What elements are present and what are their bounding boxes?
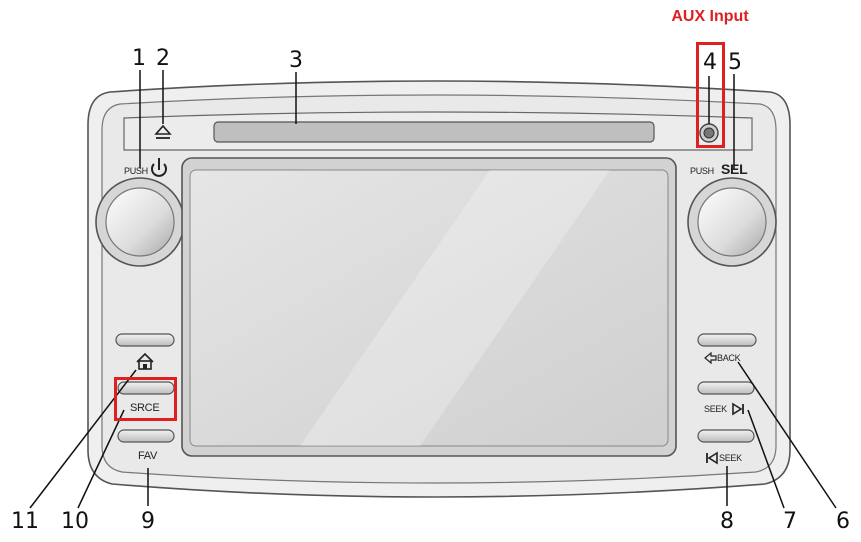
callout-10: 10 (61, 509, 89, 534)
srce-highlight-box (114, 377, 177, 421)
eject-icon (154, 124, 172, 139)
callout-11: 11 (11, 509, 39, 534)
aux-input-label: AUX Input (671, 8, 749, 25)
seek-back-icon (706, 451, 718, 465)
push-label-left: PUSH (124, 166, 148, 176)
power-volume-knob[interactable] (95, 177, 185, 267)
back-label: BACK (717, 353, 741, 363)
leader-lines (29, 70, 837, 509)
home-icon (136, 352, 154, 370)
callout-7: 7 (783, 509, 797, 534)
aux-highlight-box (696, 42, 725, 148)
callout-3: 3 (289, 48, 303, 73)
callout-1: 1 (132, 46, 146, 71)
push-label-right: PUSH (690, 166, 714, 176)
seek-forward-icon (732, 402, 744, 416)
touch-screen[interactable] (189, 169, 669, 447)
back-button[interactable] (697, 333, 757, 347)
seek-back-label: SEEK (719, 453, 742, 463)
cd-slot (213, 121, 655, 143)
callout-4: 4 (703, 50, 717, 75)
callout-6: 6 (836, 509, 850, 534)
seek-back-button[interactable] (697, 429, 755, 443)
sel-label: SEL (721, 161, 748, 177)
seek-forward-button[interactable] (697, 381, 755, 395)
srce-label: SRCE (130, 402, 160, 414)
callout-2: 2 (156, 46, 170, 71)
tune-select-knob[interactable] (687, 177, 777, 267)
callout-5: 5 (728, 50, 742, 75)
callout-8: 8 (720, 509, 734, 534)
screen-glare (300, 170, 610, 446)
fav-label: FAV (138, 450, 158, 462)
callout-9: 9 (141, 509, 155, 534)
power-icon (151, 158, 167, 177)
seek-forward-label: SEEK (704, 404, 727, 414)
back-arrow-icon (704, 351, 717, 365)
home-button[interactable] (115, 333, 175, 347)
fav-button[interactable] (117, 429, 175, 443)
